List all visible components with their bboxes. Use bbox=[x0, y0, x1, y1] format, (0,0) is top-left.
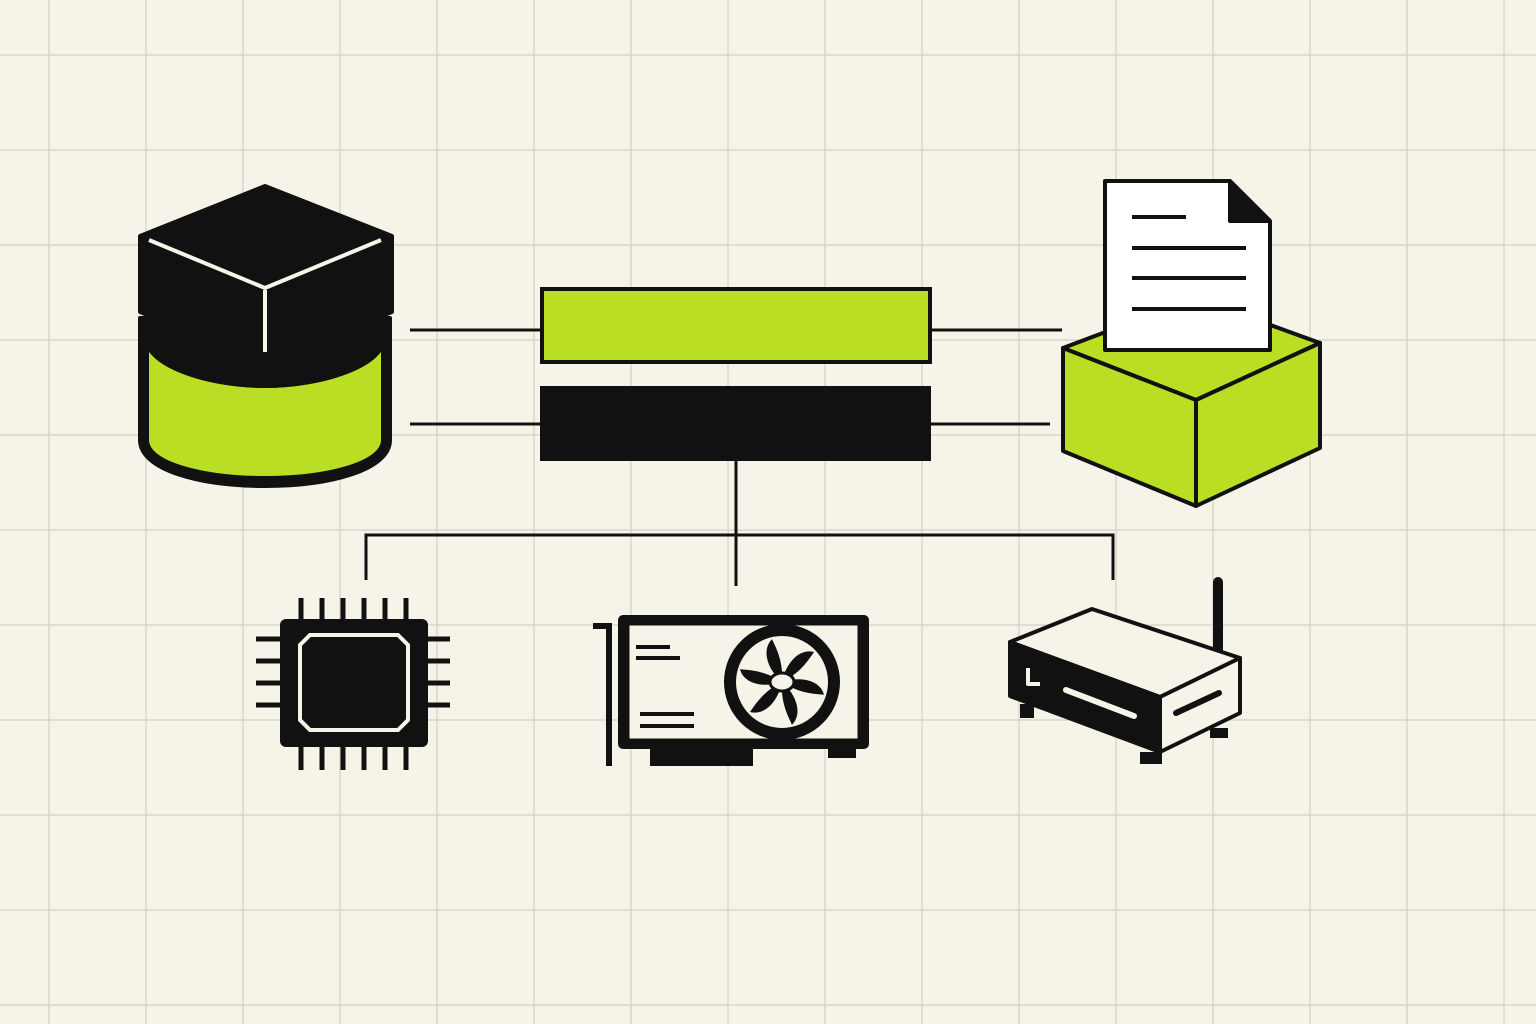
link-bar-top bbox=[540, 287, 932, 364]
connector-lines bbox=[364, 328, 1115, 586]
fan-icon bbox=[724, 624, 840, 740]
cpu-chip-icon bbox=[256, 598, 450, 770]
link-bar-bottom bbox=[540, 386, 931, 461]
document-in-box-icon bbox=[1061, 179, 1322, 508]
graphics-card-icon bbox=[593, 615, 869, 766]
fan-blade bbox=[766, 639, 783, 682]
router-icon bbox=[1008, 577, 1242, 764]
database-icon bbox=[138, 184, 394, 488]
fan-blade bbox=[781, 682, 798, 725]
connector-branch bbox=[364, 533, 1115, 580]
